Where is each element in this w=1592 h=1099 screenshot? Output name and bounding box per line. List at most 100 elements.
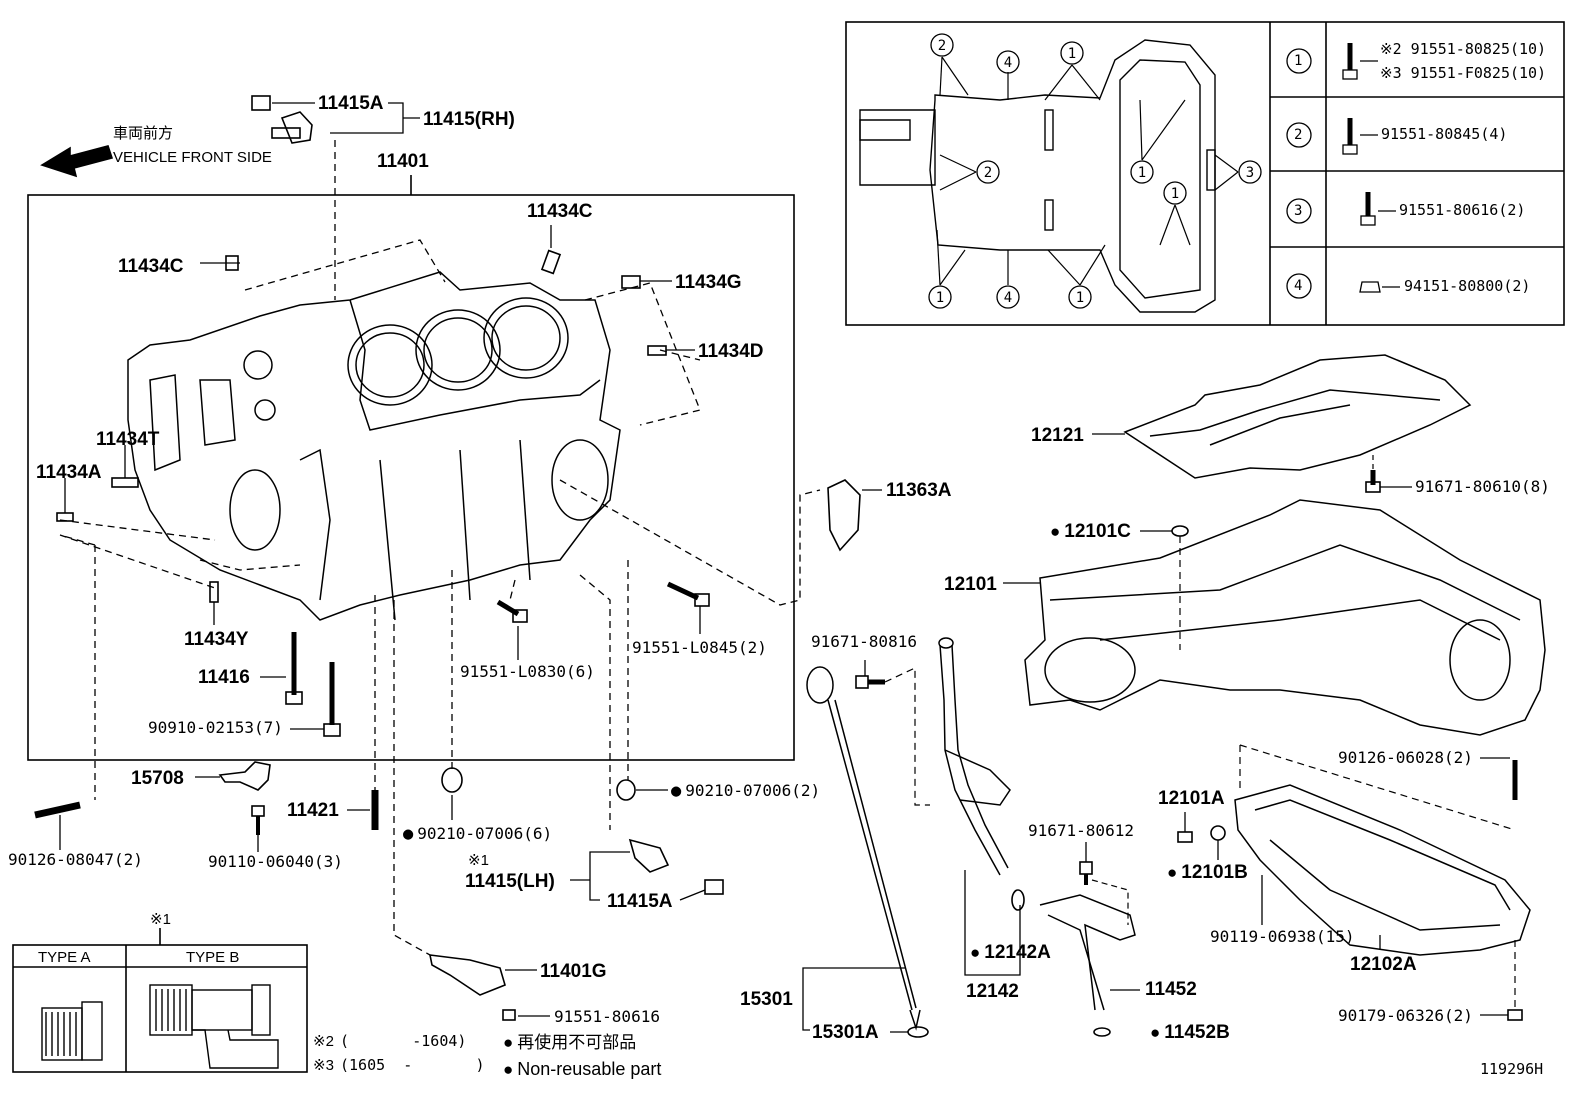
bolt-91551-L0845 [666,581,710,607]
nut-90179 [1507,1009,1523,1021]
bolt-90110 [251,805,265,835]
svg-text:3: 3 [1246,165,1254,181]
label-91671-80612: 91671-80612 [1028,821,1134,840]
table-row-3-part: 91551-80616(2) [1399,201,1526,219]
svg-text:4: 4 [1004,55,1012,71]
table-bolt-icons [1342,43,1381,293]
svg-text:1: 1 [1171,186,1179,202]
label-11415RH: 11415(RH) [423,109,515,130]
label-12102A: 12102A [1350,954,1417,975]
label-11434T: 11434T [96,429,160,450]
type-a-sensor-icon [41,1001,103,1061]
note3-range: (1605 - ) [340,1056,485,1074]
type-b-label: TYPE B [186,949,240,966]
sensor-11415LH [628,838,670,873]
label-11434Y: 11434Y [184,629,249,650]
stud-90126-08047 [34,801,81,819]
label-91551-L0845: 91551-L0845(2) [632,638,767,657]
label-11415LH-note: ※1 [468,852,489,869]
note2-range: ( -1604) [340,1032,467,1050]
bolt-91671-80816 [855,675,885,689]
label-11415A-bottom: 11415A [607,891,673,912]
label-12121: 12121 [1031,425,1084,446]
table-row-2-part: 91551-80845(4) [1381,125,1508,143]
svg-text:1: 1 [1076,290,1084,306]
note2-mark: ※2 [313,1033,334,1050]
dipstick-15301 [806,666,921,1031]
bolt-91551-L0830 [496,599,528,623]
label-15708: 15708 [131,768,184,789]
label-90126-08047: 90126-08047(2) [8,850,143,869]
type-box-note: ※1 [150,911,171,928]
label-11434G: 11434G [675,272,742,293]
vehicle-front-en: VEHICLE FRONT SIDE [113,149,272,166]
inset-pan-outline [859,39,1216,313]
sensor-11415RH [251,95,313,144]
svg-text:1: 1 [1138,165,1146,181]
diagram-code: 119296H [1480,1060,1544,1078]
bracket-15708 [218,761,271,791]
oring-15301A [907,1026,929,1038]
bolt-11416 [285,632,303,705]
sensor-11401G [428,954,506,996]
label-12101: 12101 [944,574,997,595]
svg-text:1: 1 [936,290,944,306]
label-90910: 90910-02153(7) [148,718,283,737]
inset-callout-numbers: 2 4 1 2 1 1 3 1 4 1 [936,38,1254,306]
svg-text:1: 1 [1068,46,1076,62]
guide-12142 [938,637,1011,876]
pin-11434Y [209,581,219,603]
inset-callout-lines [936,56,1239,286]
oring-11452B [1093,1027,1111,1037]
bolt-90910 [323,662,341,737]
gasket-12101B [1210,825,1226,841]
pin-11434A [56,512,74,522]
label-12142: 12142 [966,981,1019,1002]
bolt-91551-80616 [502,1009,516,1021]
label-11415LH: 11415(LH) [465,871,555,892]
label-91671-80610: 91671-80610(8) [1415,477,1550,496]
label-12101B: 12101B [1167,863,1248,882]
label-91671-80816: 91671-80816 [811,632,917,651]
type-b-sensor-icon [149,984,279,1069]
oil-pan-lower-12102A [1234,784,1531,956]
bracket-11363A [827,479,861,552]
oring-12101C [1171,525,1189,537]
svg-text:4: 4 [1004,290,1012,306]
table-row-1-line-2: ※3 91551-F0825(10) [1380,64,1547,82]
label-15301: 15301 [740,989,793,1010]
type-a-label: TYPE A [38,949,91,966]
svg-text:2: 2 [984,165,992,181]
label-11401G: 11401G [540,961,607,982]
dowel-11434C-right [540,249,562,275]
label-11434C-left: 11434C [118,256,184,277]
table-row-3-num: 3 [1294,203,1303,219]
label-90119: 90119-06938(15) [1210,927,1355,946]
vehicle-front-jp: 車両前方 [113,125,174,142]
label-90179: 90179-06326(2) [1338,1006,1473,1025]
label-90210-b: 90210-07006(2) [671,783,820,800]
label-11401: 11401 [377,151,429,172]
engine-block-drawing [127,271,621,621]
bolt-91671-80610 [1365,470,1381,493]
label-15301A: 15301A [812,1022,879,1043]
label-11452: 11452 [1145,979,1197,1000]
table-row-1-line-1: ※2 91551-80825(10) [1380,40,1547,58]
label-90110: 90110-06040(3) [208,852,343,871]
plug-11415A-lh [704,879,724,895]
bolt-91671-80612 [1079,861,1093,885]
label-12101C: 12101C [1050,522,1131,541]
table-row-4-part: 94151-80800(2) [1404,277,1531,295]
label-11416: 11416 [198,667,250,688]
label-11434D: 11434D [698,341,764,362]
label-12101A: 12101A [1158,788,1225,809]
label-11434C-right: 11434C [527,201,593,222]
legend-nonreuse-en: Non-reusable part [503,1060,661,1078]
dowel-11434G [621,275,641,289]
label-91551-L0830: 91551-L0830(6) [460,662,595,681]
inset-box [845,21,1565,326]
baffle-12121 [1123,354,1472,479]
pin-11434T [111,477,139,488]
